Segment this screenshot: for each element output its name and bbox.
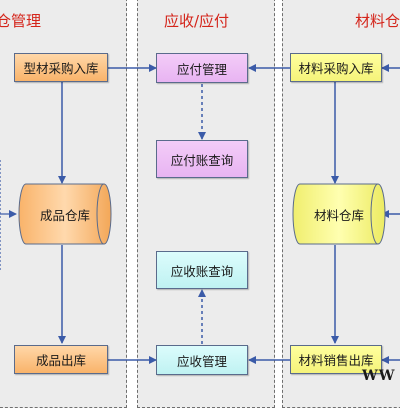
node-receivable-management[interactable]: 应收管理 xyxy=(156,345,248,375)
lane-left-title: 仓管理 xyxy=(0,12,42,30)
node-finished-out[interactable]: 成品出库 xyxy=(14,345,108,374)
cylinder-shape xyxy=(292,183,386,245)
node-material-sales-out[interactable]: 材料销售出库 xyxy=(290,345,382,374)
watermark-text: WW xyxy=(362,368,396,384)
node-profile-purchase-in[interactable]: 型材采购入库 xyxy=(14,53,108,82)
finished-warehouse-label: 成品仓库 xyxy=(39,207,90,223)
node-receivable-query[interactable]: 应收账查询 xyxy=(156,251,248,289)
node-finished-warehouse[interactable]: 成品仓库 xyxy=(18,183,112,245)
node-material-purchase-in[interactable]: 材料采购入库 xyxy=(290,53,382,82)
node-material-warehouse[interactable]: 材料仓库 xyxy=(292,183,386,245)
node-payable-query[interactable]: 应付账查询 xyxy=(156,140,248,178)
cylinder-shape xyxy=(18,183,112,245)
node-payable-management[interactable]: 应付管理 xyxy=(156,53,248,83)
lane-middle-title: 应收/应付 xyxy=(164,12,230,30)
lane-right-title: 材料仓 xyxy=(355,12,400,30)
material-warehouse-label: 材料仓库 xyxy=(313,207,364,223)
